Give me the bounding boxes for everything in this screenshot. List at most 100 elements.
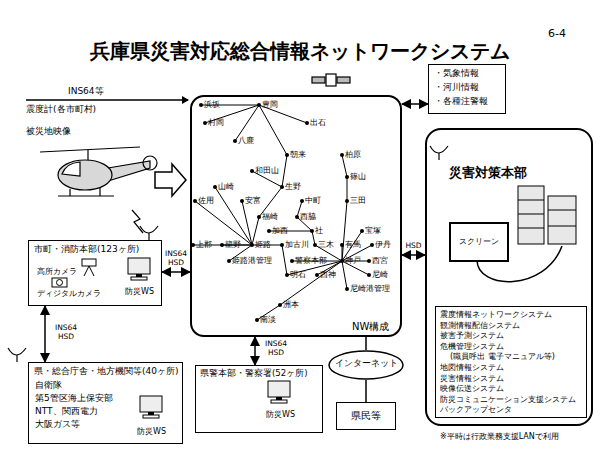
tail-boom bbox=[108, 161, 150, 181]
place-name: 有馬 bbox=[345, 240, 361, 249]
map-link bbox=[282, 245, 287, 275]
workstation-icon bbox=[140, 396, 162, 418]
dish-antenna bbox=[8, 348, 26, 362]
node-text: バックアップセンタ bbox=[440, 405, 512, 414]
node-heading: 震度情報ネットワークシステム bbox=[440, 310, 552, 319]
place-name: 生野 bbox=[285, 182, 301, 191]
place-name: 南淡 bbox=[260, 315, 276, 324]
node-text: 被害予測システム bbox=[440, 331, 504, 340]
map-dot bbox=[290, 259, 294, 263]
map-dot bbox=[267, 229, 271, 233]
node-text: 防災WS bbox=[125, 287, 154, 296]
map-dot bbox=[278, 303, 282, 307]
place-name: 神戸 bbox=[345, 256, 361, 265]
map-dot bbox=[285, 153, 289, 157]
rotor-blade bbox=[40, 147, 140, 152]
map-link bbox=[292, 261, 342, 262]
camera-body bbox=[82, 259, 96, 266]
map-link bbox=[269, 231, 312, 232]
place-name: 浜坂 bbox=[204, 100, 220, 109]
camera-body bbox=[52, 278, 67, 287]
map-dot bbox=[280, 243, 284, 247]
map-link bbox=[342, 201, 347, 261]
monitor-stand bbox=[276, 397, 282, 400]
satellite-icon bbox=[312, 74, 350, 86]
map-dot bbox=[199, 103, 203, 107]
map-dot bbox=[310, 229, 314, 233]
diagram-title: 兵庫県災害対応総合情報ネットワークシステム bbox=[0, 40, 600, 63]
line-label: INS64等 bbox=[68, 86, 104, 96]
place-name: 洲本 bbox=[283, 300, 299, 309]
map-dot bbox=[313, 243, 317, 247]
dish-stem bbox=[438, 153, 439, 160]
skid-strut bbox=[99, 188, 100, 196]
map-link bbox=[252, 171, 282, 187]
solar-panel bbox=[337, 77, 350, 83]
screen-box: スクリーン bbox=[449, 222, 509, 262]
digital-camera-icon bbox=[52, 278, 67, 287]
source-label: 被災地映像 bbox=[26, 126, 71, 136]
system-list-box: 震度情報ネットワークシステム観測情報配信システム被害予測システム危機管理システム… bbox=[435, 306, 587, 418]
cable-loop bbox=[477, 246, 562, 282]
map-dot bbox=[285, 273, 289, 277]
place-name: 三木 bbox=[318, 240, 334, 249]
info-box: ・気象情報・河川情報・各種注警報 bbox=[428, 64, 506, 114]
edge-label: INS64 HSD bbox=[51, 324, 81, 341]
map-dot bbox=[250, 169, 254, 173]
node-text: 映像伝送システム bbox=[440, 384, 504, 393]
dish bbox=[8, 348, 26, 355]
radio-zigzag bbox=[132, 210, 143, 233]
ellipse-shape bbox=[329, 351, 403, 379]
site-box: 市町・消防本部(123ヶ所)高所カメラディジタルカメラ防災WS bbox=[28, 240, 162, 306]
connector bbox=[44, 306, 46, 362]
map-link bbox=[342, 231, 362, 261]
tripod-leg bbox=[84, 266, 89, 276]
monitor bbox=[268, 381, 290, 397]
connector bbox=[365, 380, 367, 402]
map-dot bbox=[213, 185, 217, 189]
map-dot bbox=[345, 175, 349, 179]
place-name: 和田山 bbox=[255, 166, 279, 175]
place-name: 西宮 bbox=[372, 256, 388, 265]
map-dot bbox=[367, 273, 371, 277]
map-dot bbox=[315, 273, 319, 277]
map-link bbox=[205, 105, 259, 123]
map-dot bbox=[193, 199, 197, 203]
map-dot bbox=[203, 121, 207, 125]
map-dot bbox=[257, 103, 261, 107]
map-link bbox=[315, 245, 342, 261]
map-dot bbox=[367, 259, 371, 263]
map-dot bbox=[300, 199, 304, 203]
map-dot bbox=[305, 121, 309, 125]
node-text: 観測情報配信システム bbox=[440, 321, 520, 330]
hollow-arrow bbox=[155, 164, 186, 196]
node-text: NTT、関西電力 bbox=[35, 406, 98, 416]
map-dot bbox=[257, 215, 261, 219]
camera-icon bbox=[82, 259, 96, 276]
node-text: 防災WS bbox=[137, 427, 166, 436]
map-link bbox=[259, 105, 307, 123]
ellipse-outline bbox=[328, 350, 404, 380]
map-link bbox=[347, 177, 348, 201]
node-heading: 県警本部・警察署(52ヶ所) bbox=[200, 369, 307, 379]
place-name: 加古川 bbox=[285, 240, 309, 249]
satellite-body bbox=[326, 74, 336, 86]
dish-stem bbox=[16, 355, 17, 362]
rack-cabinet bbox=[518, 186, 544, 244]
map-link bbox=[287, 261, 342, 275]
node-text: 自衛隊 bbox=[35, 380, 62, 390]
node-heading: 市町・消防本部(123ヶ所) bbox=[34, 244, 139, 254]
dish bbox=[140, 226, 158, 233]
place-name: 安富 bbox=[245, 196, 261, 205]
dish-antenna bbox=[140, 226, 158, 240]
network-map bbox=[191, 103, 374, 322]
connector bbox=[365, 337, 367, 350]
map-link bbox=[229, 245, 252, 261]
node-heading: スクリーン bbox=[451, 237, 507, 246]
map-link bbox=[193, 245, 252, 246]
map-link bbox=[259, 187, 282, 217]
map-link bbox=[342, 261, 369, 275]
node-text: 第5管区海上保安部 bbox=[35, 393, 113, 403]
